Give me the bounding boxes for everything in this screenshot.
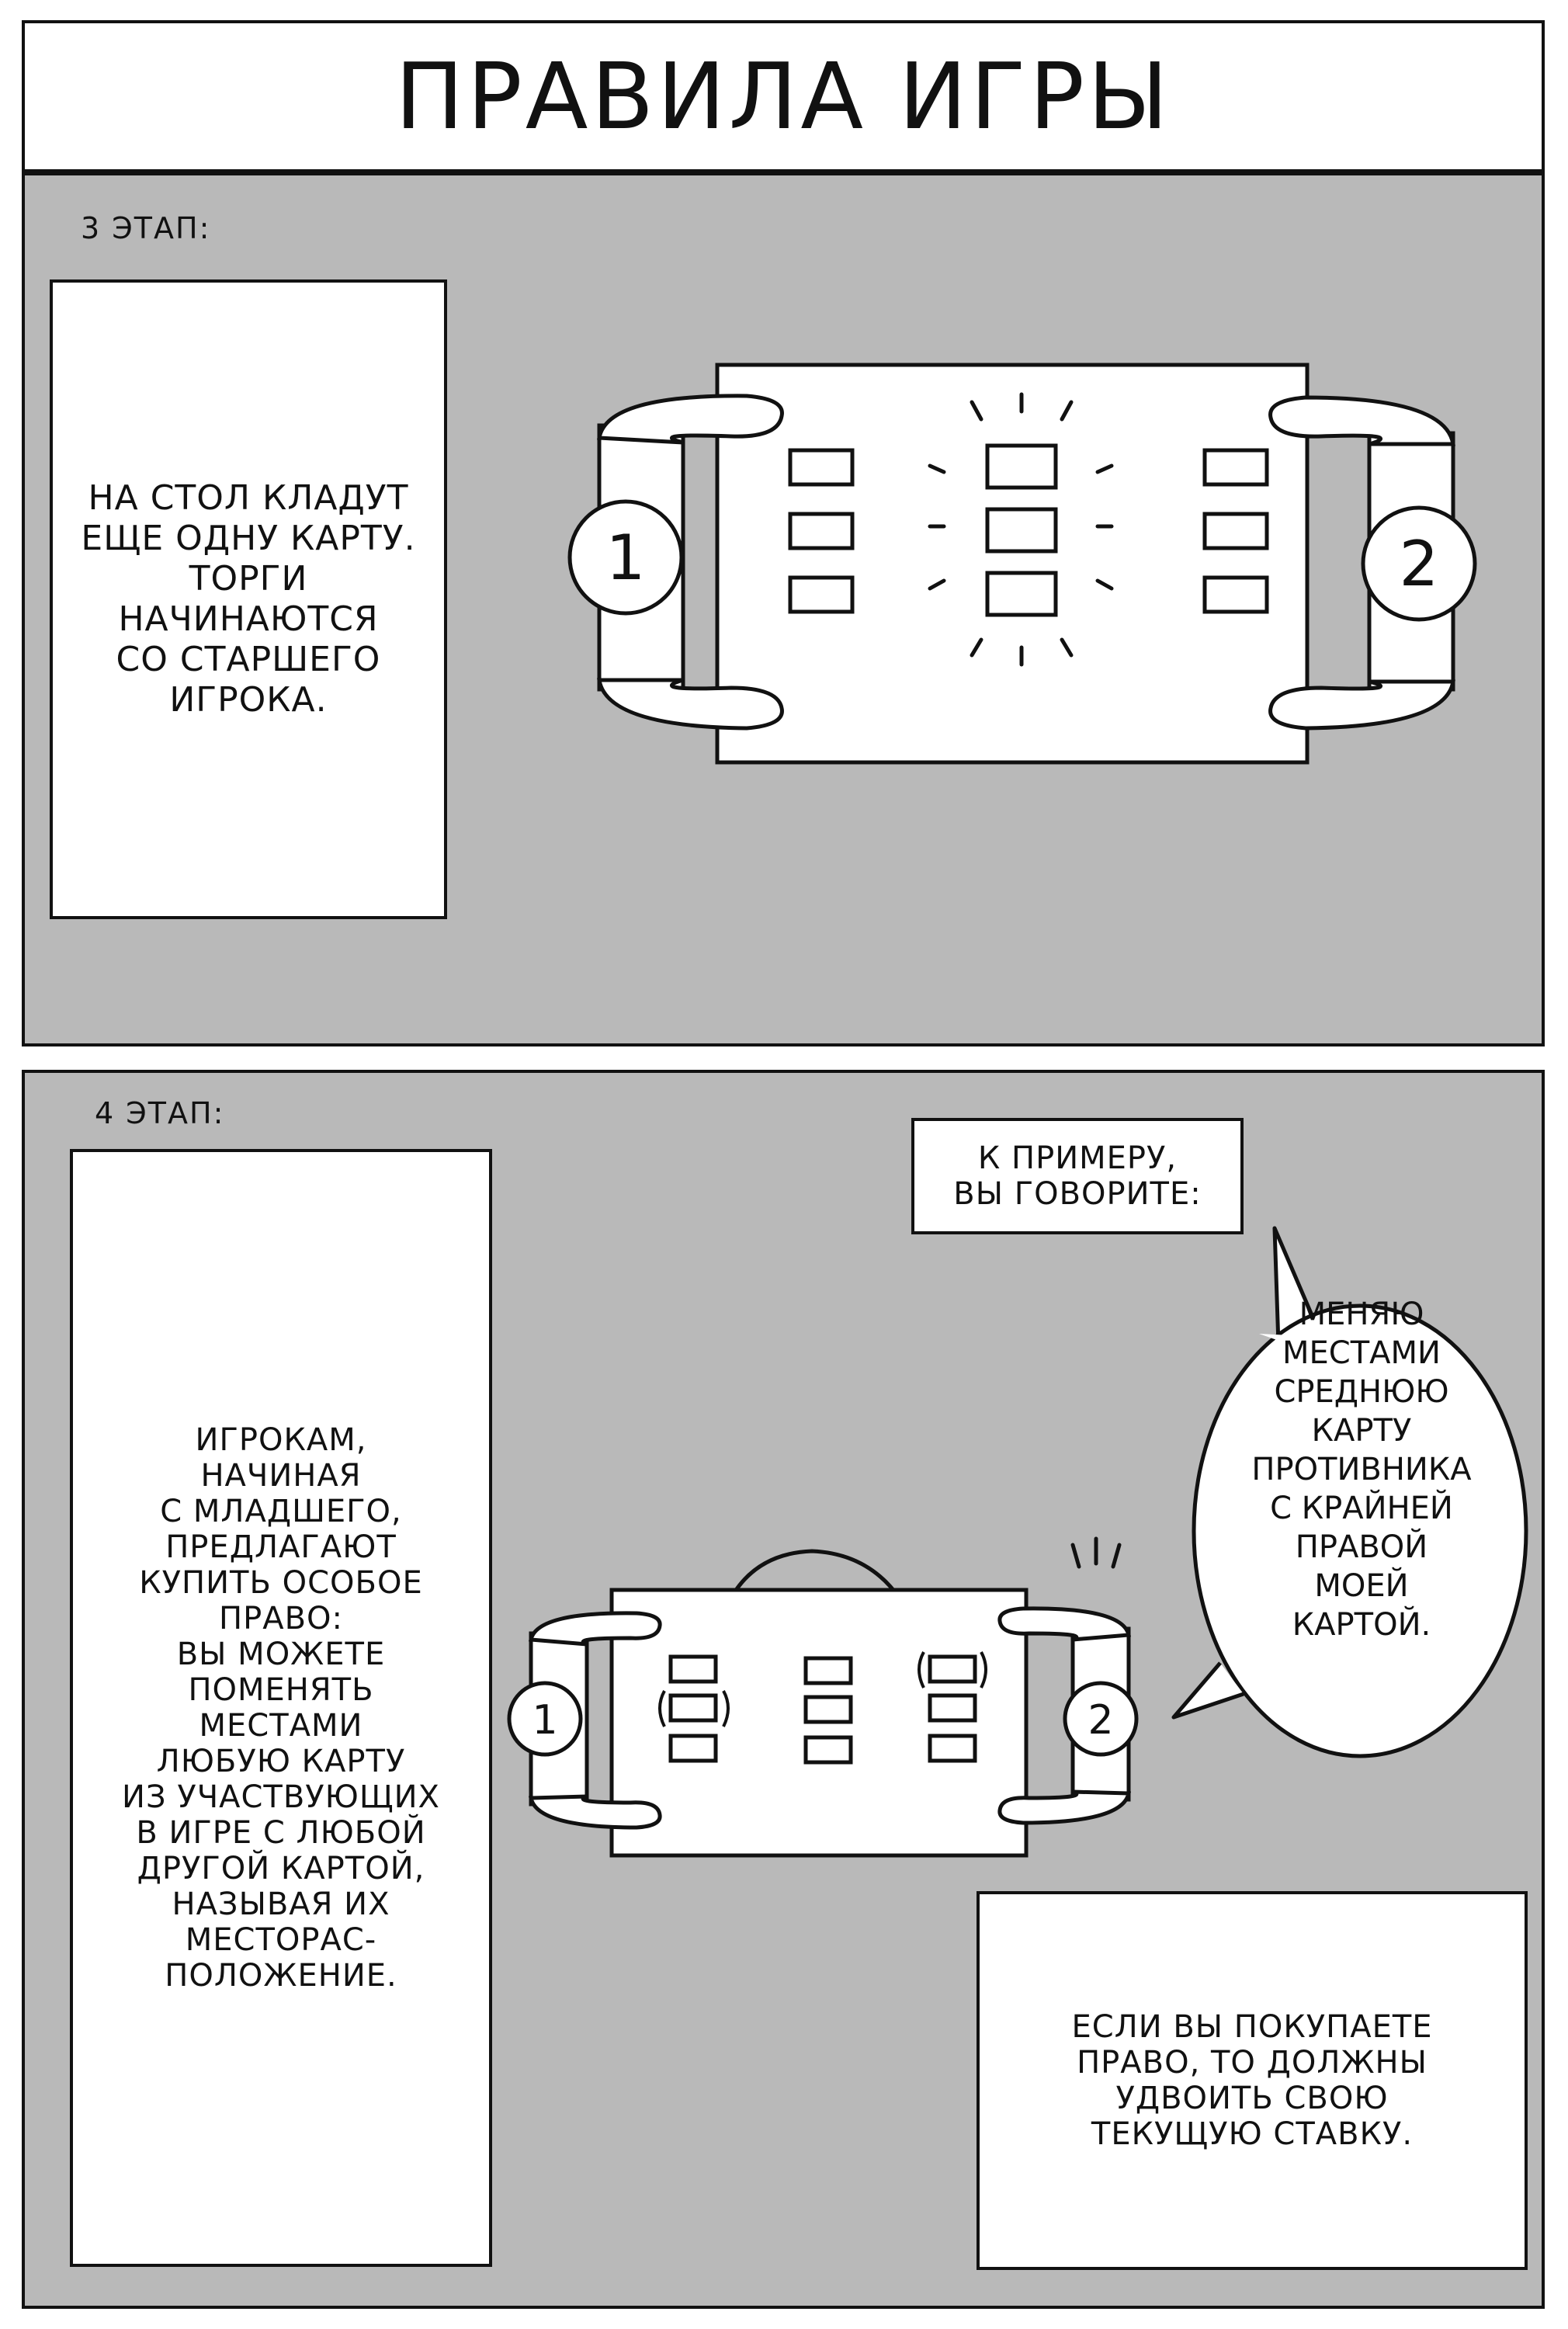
player-2-lower-arm	[997, 1789, 1132, 1825]
speech-bubble-text: МЕНЯЮ МЕСТАМИ СРЕДНЮЮ КАРТУ ПРОТИВНИКА С…	[1251, 1296, 1472, 1643]
player-2-number: 2	[1400, 528, 1439, 600]
stage-3-label: 3 ЭТАП:	[81, 211, 211, 245]
player-1-lower-arm	[528, 1794, 662, 1830]
card	[803, 1656, 853, 1685]
card	[928, 1693, 977, 1723]
player-2-lower-arm	[1268, 679, 1455, 731]
bracket-left	[658, 1690, 666, 1727]
stage-3-caption-box: НА СТОЛ КЛАДУТ ЕЩЕ ОДНУ КАРТУ. ТОРГИ НАЧ…	[50, 279, 447, 919]
stage-4-caption: ИГРОКАМ, НАЧИНАЯ С МЛАДШЕГО, ПРЕДЛАГАЮТ …	[122, 1422, 440, 1994]
card	[1202, 448, 1269, 487]
title-panel: ПРАВИЛА ИГРЫ	[22, 20, 1545, 172]
player-1-badge	[507, 1681, 583, 1757]
card	[668, 1734, 718, 1763]
stage-3-caption: НА СТОЛ КЛАДУТ ЕЩЕ ОДНУ КАРТУ. ТОРГИ НАЧ…	[81, 478, 416, 720]
card	[985, 443, 1058, 490]
stage-3-panel: 3 ЭТАП: НА СТОЛ КЛАДУТ ЕЩЕ ОДНУ КАРТУ. Т…	[22, 172, 1545, 1046]
player-2-number: 2	[1088, 1697, 1113, 1744]
speech-bubble	[1171, 1226, 1528, 1758]
card	[928, 1734, 977, 1763]
card	[788, 575, 855, 614]
card	[928, 1654, 977, 1684]
bracket-left	[918, 1651, 925, 1689]
card	[1202, 512, 1269, 550]
player-2-badge	[1063, 1681, 1139, 1757]
speech-bubble-tail-bottom	[1171, 1661, 1244, 1720]
player-1-lower-arm	[597, 678, 784, 731]
stage-4-caption-box: ИГРОКАМ, НАЧИНАЯ С МЛАДШЕГО, ПРЕДЛАГАЮТ …	[70, 1149, 492, 2267]
stage-4-label: 4 ЭТАП:	[95, 1096, 225, 1130]
player-1-number: 1	[606, 522, 646, 594]
card	[668, 1654, 718, 1684]
card	[985, 507, 1058, 554]
card	[985, 571, 1058, 617]
card	[668, 1693, 718, 1723]
bracket-right	[722, 1690, 730, 1727]
player-2-upper-arm	[1268, 395, 1455, 446]
card	[803, 1695, 853, 1724]
card	[803, 1735, 853, 1765]
player-2-badge	[1361, 505, 1477, 622]
stage-3-table-diagram: 1 2	[567, 363, 1477, 765]
emphasis-lines	[1070, 1536, 1122, 1569]
player-1-badge	[567, 499, 684, 616]
stage-4-table-diagram: 1 2	[507, 1536, 1139, 1858]
player-2-upper-arm	[997, 1606, 1132, 1642]
stage-4-panel: 4 ЭТАП: ИГРОКАМ, НАЧИНАЯ С МЛАДШЕГО, ПРЕ…	[22, 1070, 1545, 2309]
card	[1202, 575, 1269, 614]
sparkle-lines	[928, 392, 1114, 667]
page-title: ПРАВИЛА ИГРЫ	[394, 43, 1172, 150]
price-note-box: ЕСЛИ ВЫ ПОКУПАЕТЕ ПРАВО, ТО ДОЛЖНЫ УДВОИ…	[977, 1891, 1528, 2270]
example-caption-box: К ПРИМЕРУ, ВЫ ГОВОРИТЕ:	[911, 1118, 1244, 1234]
card	[788, 448, 855, 487]
price-note: ЕСЛИ ВЫ ПОКУПАЕТЕ ПРАВО, ТО ДОЛЖНЫ УДВОИ…	[1071, 2009, 1433, 2152]
player-1-upper-arm	[528, 1611, 662, 1647]
example-caption: К ПРИМЕРУ, ВЫ ГОВОРИТЕ:	[953, 1140, 1202, 1212]
card-table	[715, 363, 1310, 765]
card	[788, 512, 855, 550]
player-1-number: 1	[532, 1697, 557, 1744]
speech-bubble-body	[1192, 1303, 1528, 1758]
bracket-right	[980, 1651, 987, 1689]
player-1-upper-arm	[597, 394, 784, 445]
